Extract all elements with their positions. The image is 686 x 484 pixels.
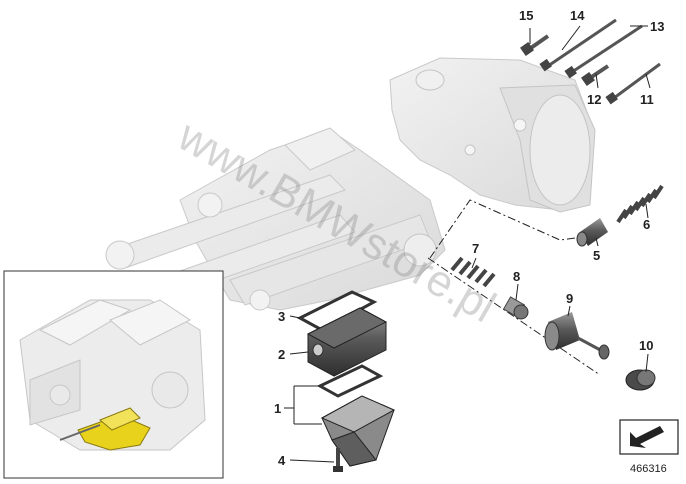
callout-8: 8 [513, 269, 520, 284]
callout-9: 9 [566, 291, 573, 306]
callout-3: 3 [278, 309, 285, 324]
bolt-4 [333, 448, 343, 472]
callout-13: 13 [650, 19, 664, 34]
callout-14: 14 [570, 8, 585, 23]
engine-locator-inset [3, 270, 224, 479]
figure-number: 466316 [630, 463, 667, 475]
seal-1 [316, 364, 384, 398]
engine-ghost [19, 299, 206, 451]
callout-4: 4 [278, 453, 286, 468]
direction-arrow-box [619, 419, 679, 455]
bolt-11 [605, 62, 661, 105]
assembly-axis-line-2 [427, 257, 601, 376]
callout-12: 12 [587, 92, 601, 107]
oil-pump-housing-ghost [389, 57, 596, 213]
callout-2: 2 [278, 347, 285, 362]
sleeve-8 [502, 296, 529, 320]
assembly-axis-line [429, 199, 576, 259]
gasket-3 [296, 290, 378, 332]
bolt-13 [564, 24, 643, 79]
bolt-12 [581, 64, 610, 86]
callout-5: 5 [593, 248, 600, 263]
piston-5 [576, 218, 608, 247]
strainer-1 [320, 395, 396, 467]
callout-6: 6 [643, 217, 650, 232]
callout-11: 11 [640, 92, 654, 107]
valve-piston-9 [544, 312, 610, 360]
bolt-14 [539, 18, 617, 72]
spring-7 [450, 256, 496, 288]
callout-leaders [284, 25, 651, 463]
cover-2 [306, 307, 388, 377]
callout-1: 1 [274, 401, 281, 416]
bolt-15 [520, 34, 550, 56]
callout-15: 15 [519, 8, 533, 23]
spring-6 [616, 184, 664, 224]
plug-10 [625, 369, 656, 391]
callout-10: 10 [639, 338, 653, 353]
oil-pump-highlight [59, 407, 151, 451]
callout-7: 7 [472, 241, 479, 256]
